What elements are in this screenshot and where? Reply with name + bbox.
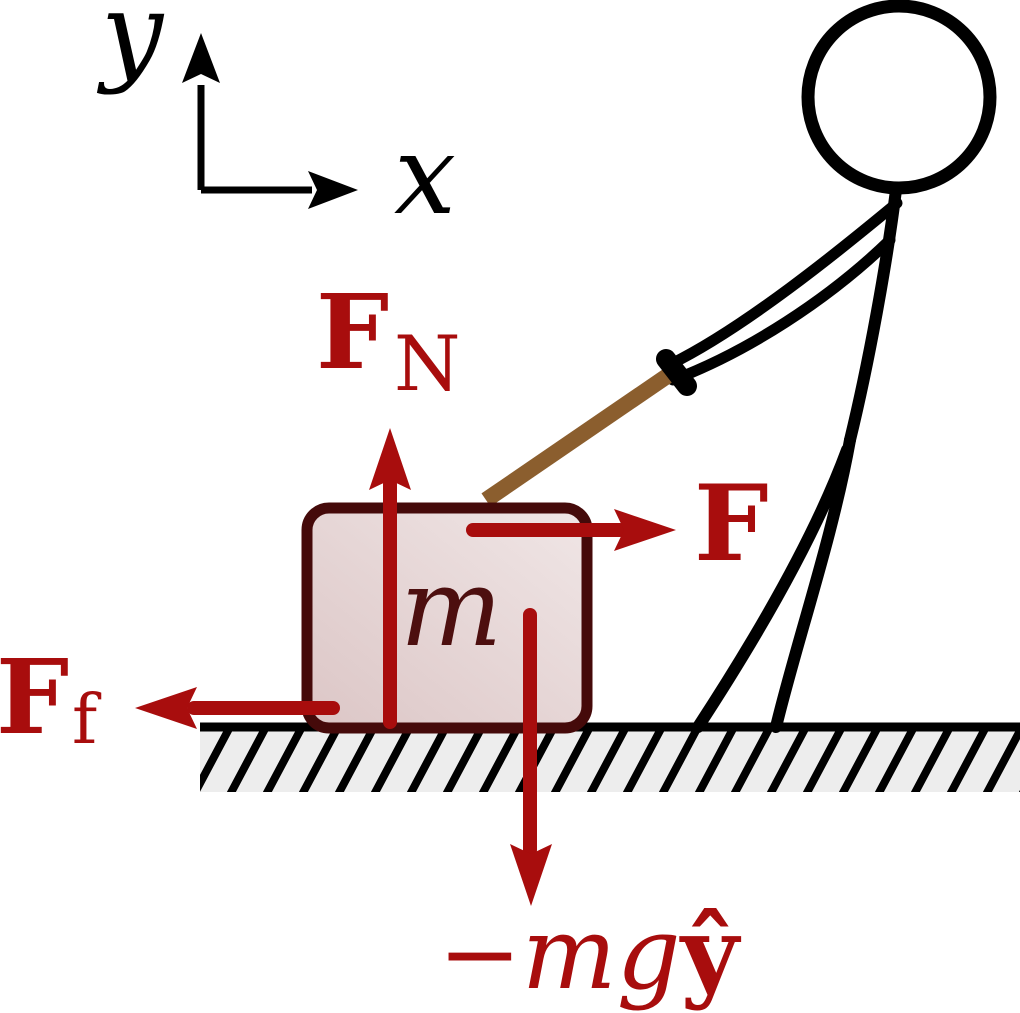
gravity-unit-vector: ŷ [679, 894, 742, 1012]
gravity-coefficient: −mg [438, 895, 681, 1012]
person-figure [665, 0, 997, 733]
y-axis-label: y [96, 0, 165, 96]
ground [200, 722, 1020, 792]
applied-force-label: F [694, 461, 769, 585]
friction-force-label: F [0, 637, 69, 758]
normal-force-label: F [316, 272, 389, 393]
person-arm-upper [665, 197, 903, 370]
force-arrowheads [135, 428, 676, 906]
person-leg-front [692, 444, 853, 733]
person-body [844, 184, 902, 446]
mass-label: m [400, 546, 502, 671]
force-arrows [187, 477, 627, 857]
mass-block [301, 502, 593, 734]
normal-force-arrowhead-icon [369, 428, 411, 490]
coordinate-axes: y x [96, 0, 456, 239]
gravity-force-label: −mgŷ [438, 894, 742, 1012]
person-head [801, 0, 997, 195]
applied-force-arrowhead-icon [614, 509, 676, 551]
normal-force-subscript: N [394, 319, 461, 408]
person-leg-back [770, 434, 856, 733]
friction-force-subscript: f [72, 681, 102, 760]
person-arm-lower [667, 234, 896, 386]
force-labels: F N F F f −mgŷ [0, 272, 769, 1012]
y-axis-arrowhead-icon [182, 33, 220, 83]
x-axis-arrowhead-icon [308, 171, 358, 209]
friction-force-arrowhead-icon [135, 687, 197, 729]
rope [481, 363, 681, 507]
gravity-force-arrowhead-icon [510, 844, 552, 906]
ground-hatch-fill [200, 727, 1020, 792]
x-axis-label: x [394, 111, 456, 239]
person-hands [656, 349, 697, 396]
